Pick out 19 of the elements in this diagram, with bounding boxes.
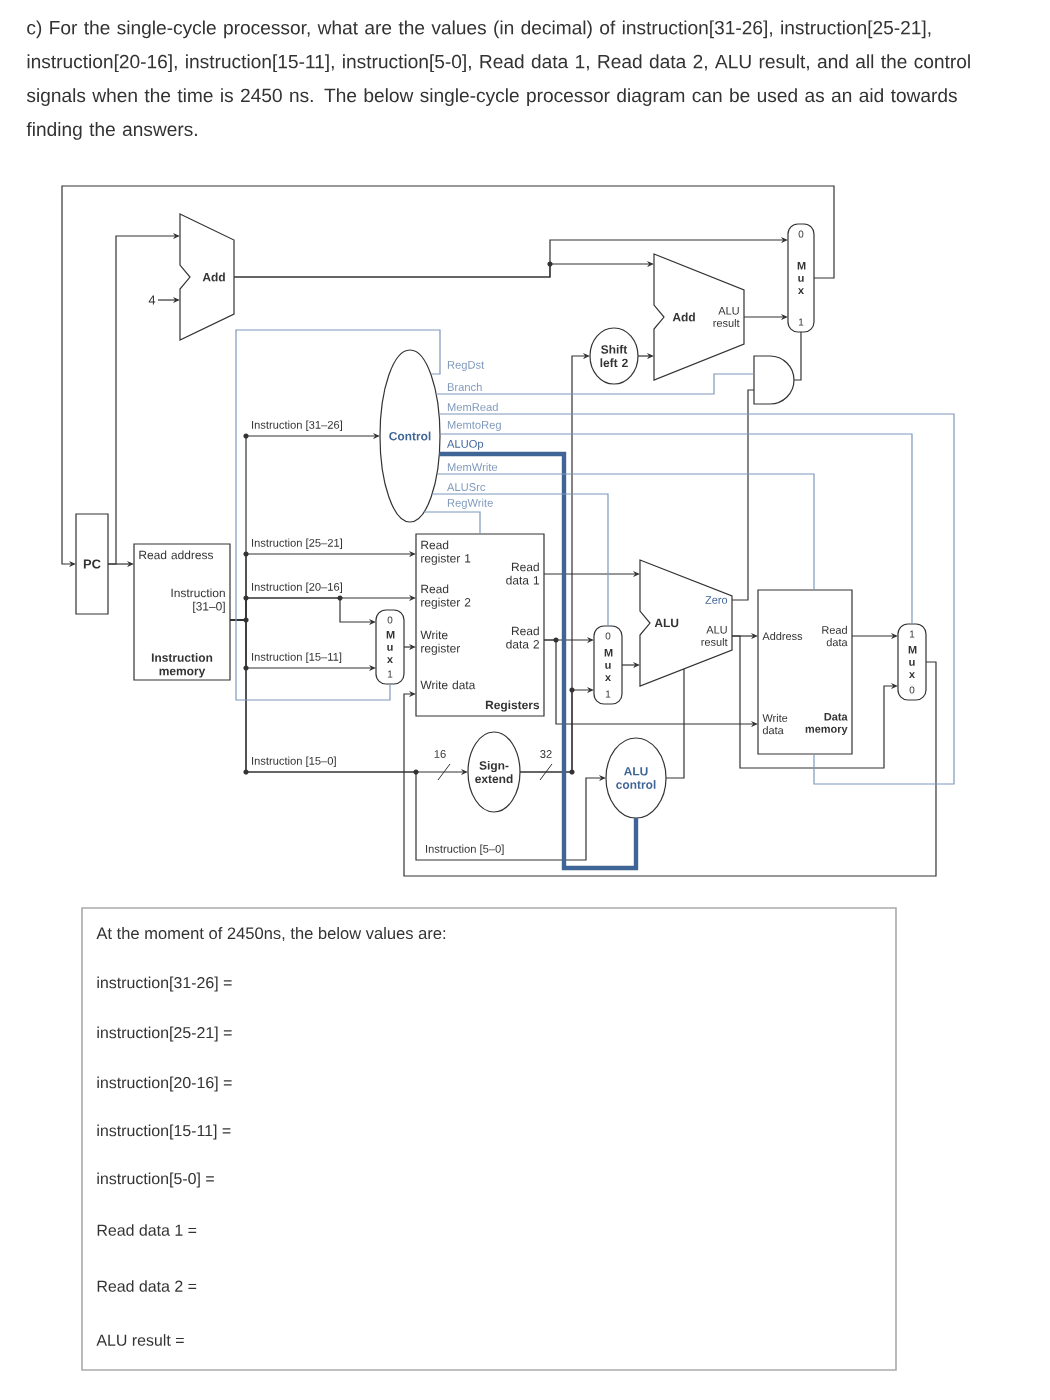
arrow xyxy=(107,232,180,565)
connector-line xyxy=(439,451,639,871)
arrow xyxy=(731,635,898,769)
question-text: c) For the single-cycle processor, what are the values (in decimal) of instruction[31-26], instruction[25-21], instruction[20-16], instruction[15-11], instruction[5-0], Read data 1, Read data 2, ALU result, and all the control signals when the time is 2450 ns. The below single-cycle processor diagram can be used as an aid towards finding the answers. xyxy=(26,20,970,140)
arrow xyxy=(233,260,654,278)
and-gate xyxy=(753,355,795,405)
connector-line xyxy=(731,389,755,601)
arrow xyxy=(229,619,606,861)
connector-line xyxy=(438,413,955,785)
arrow xyxy=(403,661,937,877)
connector-line xyxy=(435,373,755,395)
connector-line xyxy=(436,473,815,591)
connector-line xyxy=(665,668,685,779)
connector-line xyxy=(235,329,441,701)
connector-line xyxy=(431,493,609,627)
connector-line xyxy=(423,511,481,535)
arrow xyxy=(519,686,594,773)
connector-line xyxy=(439,433,913,625)
connector-line xyxy=(793,331,802,381)
